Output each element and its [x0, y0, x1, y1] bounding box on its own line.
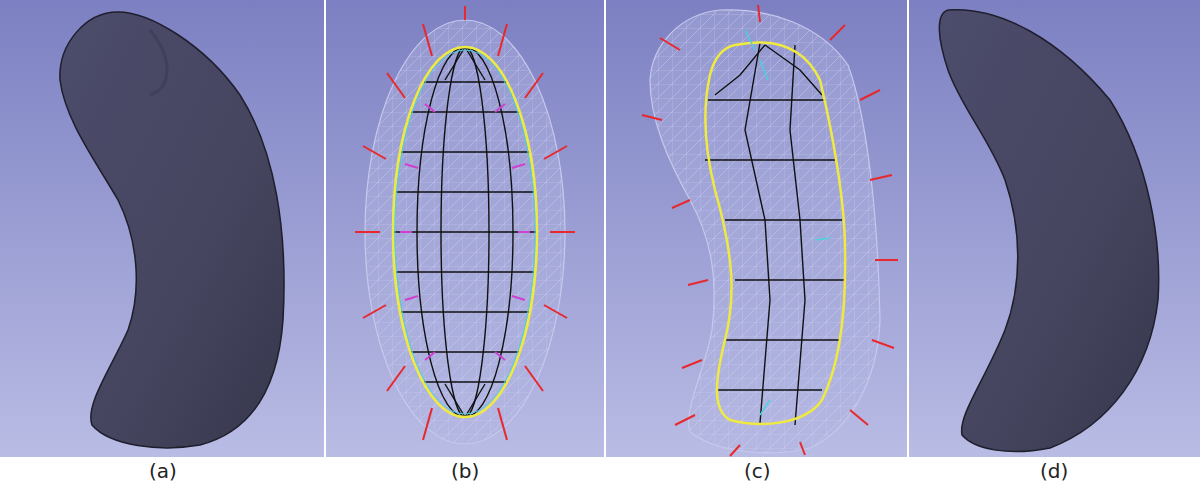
kidney-surface [60, 12, 284, 448]
deformed-mesh [642, 5, 898, 456]
panel-label: (c) [744, 459, 771, 483]
panel-separators [324, 0, 909, 457]
panel-label: (a) [149, 459, 177, 483]
kidney-result [939, 10, 1158, 452]
ellipsoid-mesh [355, 6, 575, 444]
panel-label: (d) [1040, 459, 1068, 483]
panel-label: (b) [451, 459, 479, 483]
label-strip [0, 457, 1200, 484]
background [0, 0, 1200, 457]
